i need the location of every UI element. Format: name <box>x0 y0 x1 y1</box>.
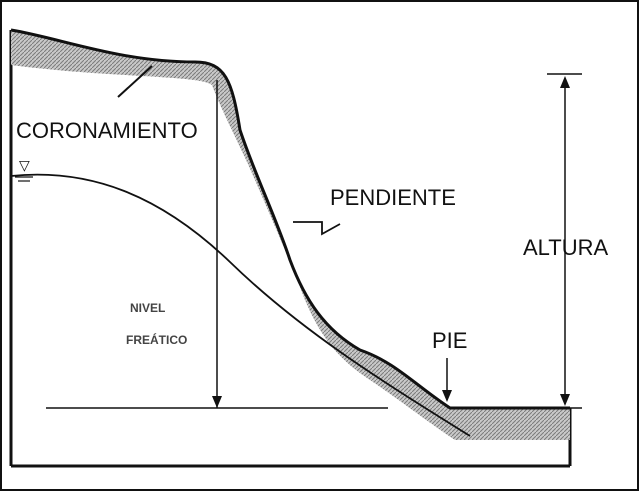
height-arrowhead-bottom <box>560 394 570 406</box>
toe-label: PIE <box>432 328 467 353</box>
height-arrowhead-top <box>560 76 570 88</box>
water-table-label-line2: FREÁTICO <box>126 332 187 347</box>
slope-leader-line <box>293 221 341 236</box>
crest-depth-arrowhead <box>212 396 222 408</box>
water-table-line <box>10 173 471 437</box>
crest-label: CORONAMIENTO <box>16 118 198 143</box>
ground-surface-line <box>10 28 570 410</box>
height-label: ALTURA <box>523 235 608 260</box>
water-table-label-line1: NIVEL <box>130 301 165 315</box>
toe-arrowhead <box>442 390 452 402</box>
surface-hatch-band <box>11 30 570 440</box>
water-table-symbol-icon: ▽ <box>19 157 30 173</box>
slope-label: PENDIENTE <box>330 185 456 210</box>
crest-leader-line <box>117 65 153 98</box>
